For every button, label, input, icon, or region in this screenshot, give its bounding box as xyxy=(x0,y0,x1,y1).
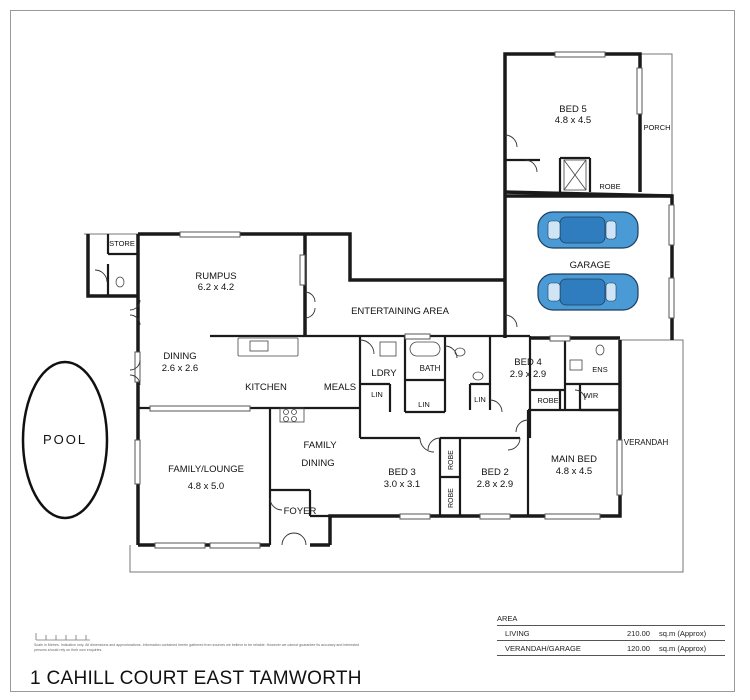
room-dims-dining: 2.6 x 2.6 xyxy=(162,363,198,374)
area-row-verandah-garage: VERANDAH/GARAGE 120.00 sq.m (Approx) xyxy=(497,643,725,654)
room-name-bed3: BED 3 xyxy=(388,467,415,478)
room-name-family-lounge: FAMILY/LOUNGE xyxy=(168,464,244,475)
room-name-robe-bed3: ROBE xyxy=(448,450,455,470)
pool-shape xyxy=(21,360,109,520)
room-name-store: STORE xyxy=(109,239,135,248)
doors xyxy=(94,134,586,546)
plan-frame xyxy=(10,10,735,692)
room-name-entertaining: ENTERTAINING AREA xyxy=(351,306,449,317)
room-labels: BED 5 4.8 x 4.5 PORCH ROBE GARAGE STORE … xyxy=(109,104,670,517)
room-dims-bed5: 4.8 x 4.5 xyxy=(555,115,591,126)
room-name-bed5: BED 5 xyxy=(559,104,586,115)
room-name-ens: ENS xyxy=(592,365,607,374)
room-dims-bed4: 2.9 x 2.9 xyxy=(510,369,546,380)
area-row-label: LIVING xyxy=(505,629,530,638)
room-name-porch: PORCH xyxy=(643,123,670,132)
room-dims-bed2: 2.8 x 2.9 xyxy=(477,479,513,490)
area-row-value: 210.00 xyxy=(627,629,650,638)
room-dims-bed3: 3.0 x 3.1 xyxy=(384,479,420,490)
room-name-wir: WIR xyxy=(584,391,599,400)
room-name-lin2: LIN xyxy=(418,400,430,409)
room-dims-main-bed: 4.8 x 4.5 xyxy=(556,466,592,477)
room-name-kitchen: KITCHEN xyxy=(245,382,287,393)
room-name-verandah: VERANDAH xyxy=(624,438,669,447)
scale-bar xyxy=(35,633,90,641)
room-name-family-dining-2: DINING xyxy=(301,458,334,469)
area-row-label: VERANDAH/GARAGE xyxy=(505,644,581,653)
room-dims-rumpus: 6.2 x 4.2 xyxy=(198,282,234,293)
car-icon xyxy=(537,211,639,249)
area-heading: AREA xyxy=(497,614,518,623)
pool-label: POOL xyxy=(43,432,87,447)
room-name-robe-bed2: ROBE xyxy=(448,488,455,508)
room-name-lin1: LIN xyxy=(371,390,383,399)
room-name-foyer: FOYER xyxy=(284,506,317,517)
room-name-robe-bed5: ROBE xyxy=(599,182,620,191)
room-name-garage: GARAGE xyxy=(570,260,611,271)
area-row-value: 120.00 xyxy=(627,644,650,653)
fixtures xyxy=(115,159,605,423)
disclaimer-text: Scale in Metres. Indicative only. All di… xyxy=(34,643,360,652)
room-name-meals: MEALS xyxy=(324,382,356,393)
room-name-bed2: BED 2 xyxy=(481,467,508,478)
area-row-living: LIVING 210.00 sq.m (Approx) xyxy=(497,628,725,639)
area-row-unit: sq.m (Approx) xyxy=(659,644,707,653)
room-name-robe-bed4: ROBE xyxy=(537,396,558,405)
room-name-bed4: BED 4 xyxy=(514,357,541,368)
verandah-outline xyxy=(84,53,684,573)
room-name-lin3: LIN xyxy=(474,395,486,404)
car-icon xyxy=(537,273,639,311)
room-name-bath: BATH xyxy=(420,364,441,373)
area-row-unit: sq.m (Approx) xyxy=(659,629,707,638)
room-dims-family-lounge: 4.8 x 5.0 xyxy=(188,481,224,492)
room-name-main-bed: MAIN BED xyxy=(551,454,597,465)
property-title: 1 CAHILL COURT EAST TAMWORTH xyxy=(30,668,362,689)
room-name-dining: DINING xyxy=(163,351,196,362)
room-name-ldry: LDRY xyxy=(371,368,397,379)
room-name-family-dining: FAMILY xyxy=(303,440,337,451)
room-name-rumpus: RUMPUS xyxy=(195,271,236,282)
